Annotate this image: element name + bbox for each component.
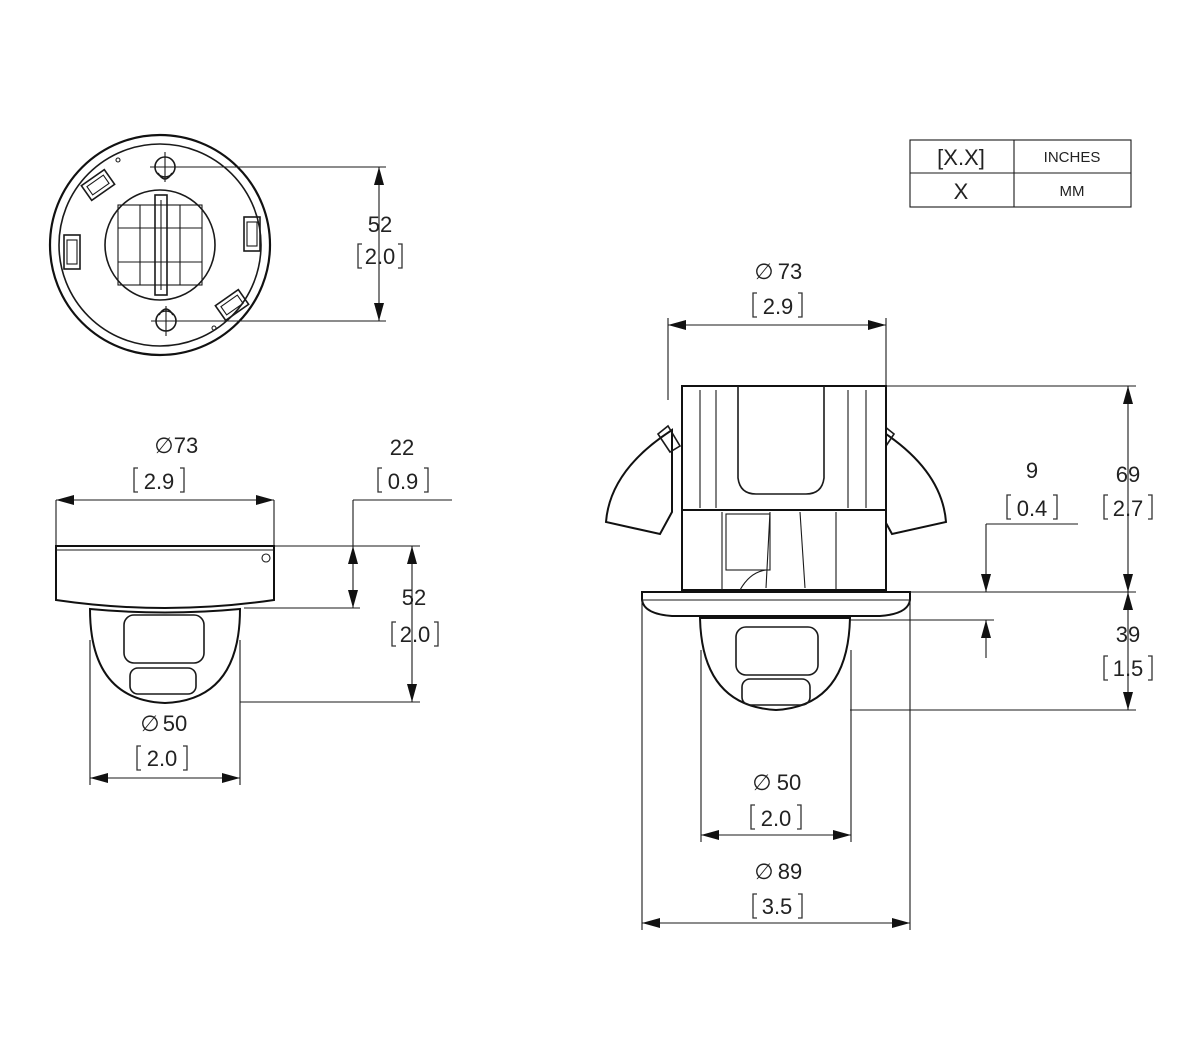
units-legend: [X.X] INCHES X MM: [909, 139, 1132, 208]
legend-inches-label: INCHES: [1044, 149, 1101, 166]
side-view-total-height-in: 2.0: [400, 622, 431, 647]
flush-dome-diameter-symbol: ∅: [752, 770, 771, 795]
side-view-dome-diameter-in: 2.0: [147, 746, 178, 771]
flush-trim-thickness-in: 0.4: [1017, 496, 1048, 521]
top-view-height-mm: 52: [368, 212, 392, 237]
top-view-height-in: 2.0: [365, 244, 396, 269]
flush-trim-diameter-mm: 89: [778, 859, 802, 884]
side-view-dome-diameter-mm: 50: [163, 711, 187, 736]
flush-above-ceiling-mm: 69: [1116, 462, 1140, 487]
side-view-base-height-in: 0.9: [388, 469, 419, 494]
flush-housing-diameter-symbol: ∅: [754, 259, 773, 284]
legend-mm-label: MM: [1060, 183, 1085, 200]
side-view-diameter-in: 2.9: [144, 469, 175, 494]
flush-housing-diameter-mm: 73: [778, 259, 802, 284]
flush-trim-diameter-in: 3.5: [762, 894, 793, 919]
flush-below-ceiling-in: 1.5: [1113, 656, 1144, 681]
flush-below-ceiling-mm: 39: [1116, 622, 1140, 647]
flush-mount-view: ∅ 73 2.9 69 2.7 9 0.4 39 1.5: [604, 259, 1153, 930]
flush-above-ceiling-in: 2.7: [1113, 496, 1144, 521]
flush-dome-diameter-mm: 50: [777, 770, 801, 795]
side-view-base-height-mm: 22: [390, 435, 414, 460]
side-view-total-height-mm: 52: [402, 585, 426, 610]
side-view-diameter-mm: 73: [174, 433, 198, 458]
side-view-diameter-symbol: ∅: [154, 433, 173, 458]
flush-trim-diameter-symbol: ∅: [754, 859, 773, 884]
flush-trim-thickness-mm: 9: [1026, 458, 1038, 483]
side-view: ∅ 73 2.9 22 0.9 52 2.0 ∅ 50 2.0: [55, 433, 452, 785]
legend-mm-symbol: X: [954, 179, 969, 204]
side-view-dome-diameter-symbol: ∅: [140, 711, 159, 736]
legend-inches-symbol: [X.X]: [937, 145, 985, 170]
flush-dome-diameter-in: 2.0: [761, 806, 792, 831]
flush-housing-diameter-in: 2.9: [763, 294, 794, 319]
top-view: 52 2.0: [48, 133, 403, 357]
